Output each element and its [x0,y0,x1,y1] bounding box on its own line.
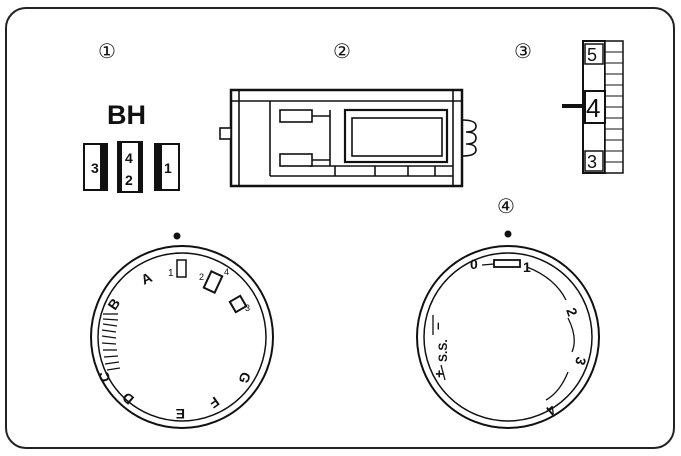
scale-label-5: 5 [587,45,597,65]
scale-label-4: 4 [586,93,600,123]
bh-step-2-label: 2 [125,172,133,188]
length-dial-label-1: 1 [523,259,531,275]
step-marker-2: ② [333,41,351,63]
pattern-dial-small-label-2: 2 [199,272,204,282]
bh-step-3-label: 3 [91,160,99,176]
dial-buttonhole-icon-2-4 [202,269,224,295]
pattern-dial-small-label-4: 4 [224,267,229,277]
buttonhole-foot-drawing [219,88,477,188]
pattern-dial-label-g: G [235,370,254,386]
length-dial-window [493,259,521,268]
bh-step-1-box: 1 [154,143,180,191]
bh-step-4-2-box: 4 2 [117,141,143,193]
bh-step-3-box: 3 [83,143,108,191]
stitch-length-dial: 0 1 2 3 4 S.S. – + [416,230,600,429]
dial-buttonhole-icon-3 [228,294,248,314]
pattern-dial-label-e: E [176,406,185,422]
pattern-dial-gradient-ticks [101,313,121,371]
step-marker-3: ③ [514,41,532,63]
length-dial-plus-label: + [431,370,447,378]
scale-pointer [562,104,584,108]
bh-title: BH [107,100,146,130]
pattern-dial-indicator [173,232,181,240]
pattern-dial-small-label-3: 3 [245,303,250,313]
dial-buttonhole-icon-1 [176,259,187,278]
length-dial-indicator [504,230,512,238]
pattern-dial-label-1: 1 [168,268,174,279]
step-marker-1: ① [98,41,116,63]
pattern-dial: 1 2 4 3 A B C D E F G [90,232,274,429]
stitch-length-scale: 5 4 3 [562,40,624,174]
pattern-dial-label-c: C [95,371,113,384]
length-dial-label-0: 0 [470,256,478,272]
scale-label-3: 3 [587,152,597,172]
bh-step-1-label: 1 [164,160,172,176]
length-dial-label-3: 3 [572,355,590,367]
length-dial-arc-marks [526,266,575,401]
length-dial-minus-label: – [429,322,445,330]
length-dial-ss-label: S.S. [436,339,450,362]
bh-step-4-label: 4 [125,150,133,166]
step-marker-4: ④ [497,196,515,218]
